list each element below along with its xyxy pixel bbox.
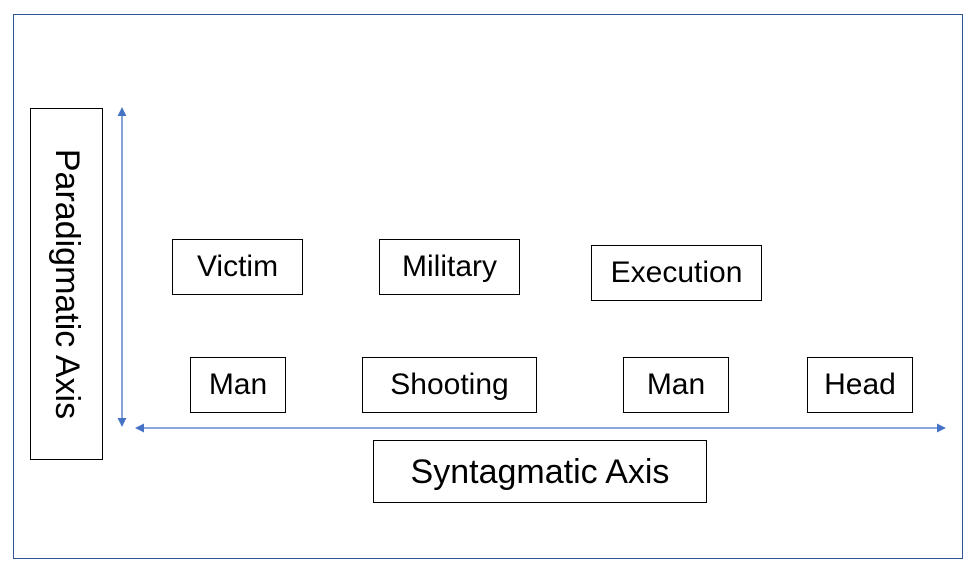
word-label: Military	[402, 250, 497, 283]
word-box-execution: Execution	[591, 245, 762, 301]
paradigmatic-axis-label: Paradigmatic Axis	[47, 148, 86, 420]
syntagmatic-axis-box: Syntagmatic Axis	[373, 440, 707, 503]
paradigmatic-axis-box: Paradigmatic Axis	[30, 108, 103, 460]
word-label: Victim	[196, 250, 279, 283]
word-box-man-2: Man	[623, 357, 729, 413]
word-box-victim: Victim	[172, 239, 303, 295]
word-box-military: Military	[379, 239, 520, 295]
word-label: Head	[824, 368, 896, 401]
word-box-head: Head	[807, 357, 913, 413]
word-box-man-1: Man	[190, 357, 286, 413]
word-label: Man	[646, 368, 706, 401]
syntagmatic-axis-label: Syntagmatic Axis	[410, 452, 670, 491]
word-label: Shooting	[390, 368, 509, 401]
word-label: Execution	[610, 256, 743, 289]
word-box-shooting: Shooting	[362, 357, 537, 413]
diagram-frame	[13, 14, 963, 559]
word-label: Man	[208, 368, 268, 401]
